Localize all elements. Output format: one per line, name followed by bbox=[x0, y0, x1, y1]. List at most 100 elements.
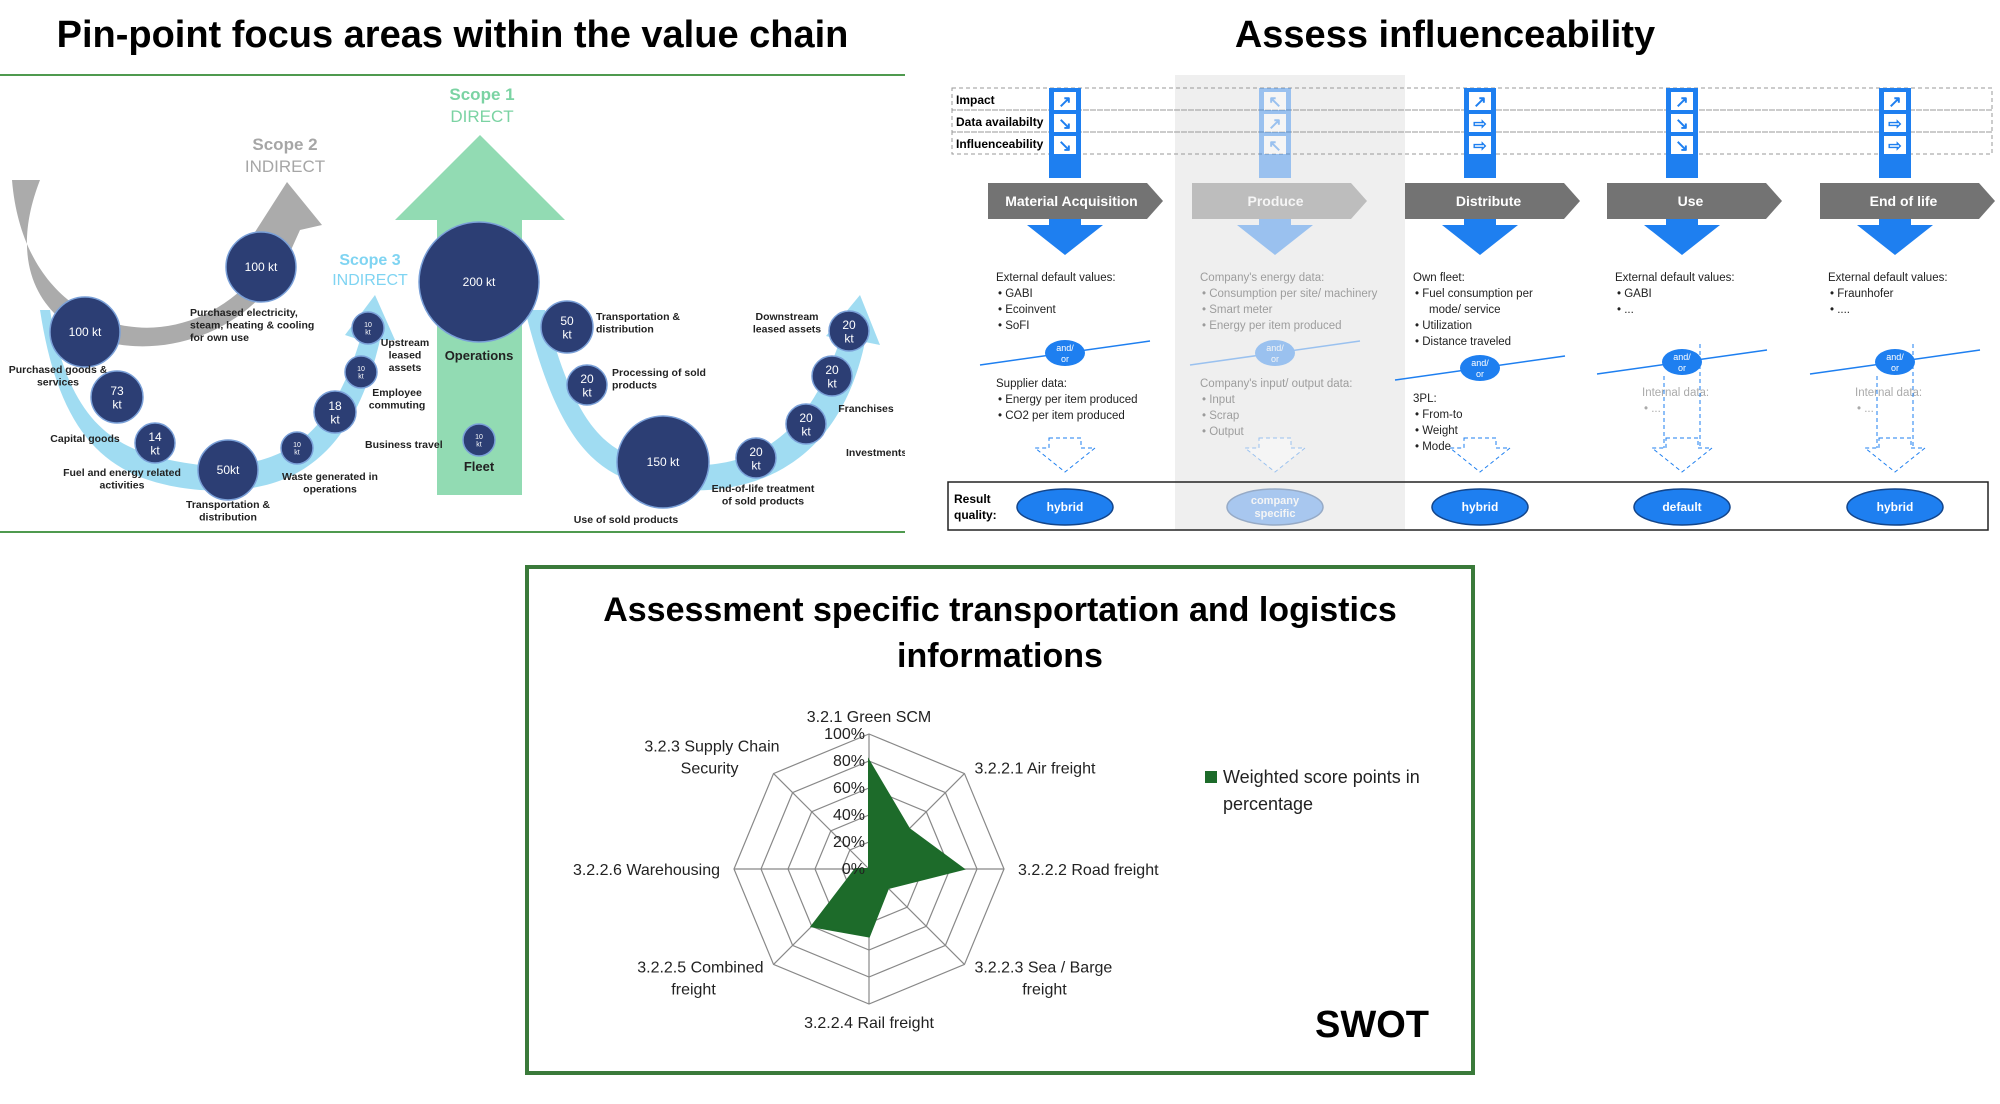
result-arrow-icon bbox=[1650, 437, 1714, 473]
radar-axis-label: 3.2.2.5 Combined bbox=[637, 959, 763, 976]
criteria-arrow-glyph: ⇨ bbox=[1473, 116, 1487, 133]
stage-label: Material Acquisition bbox=[1005, 193, 1138, 209]
scope2-arrow bbox=[12, 180, 322, 347]
radar-axis-label: 3.2.2.2 Road freight bbox=[1018, 862, 1159, 879]
source-heading: Company's energy data: bbox=[1200, 272, 1324, 284]
radar-chart: 0%20%40%60%80%100%3.2.1 Green SCM3.2.2.1… bbox=[573, 709, 1420, 1032]
result-badge: default bbox=[1633, 488, 1731, 526]
scope1-sub: DIRECT bbox=[450, 107, 513, 126]
bubble-label: Investments bbox=[846, 447, 905, 459]
stage-label: Use bbox=[1678, 193, 1704, 209]
criteria-arrow-glyph: ↗ bbox=[1268, 116, 1281, 133]
bubble-circle bbox=[49, 296, 121, 368]
bubble-unit: kt bbox=[751, 458, 761, 472]
bubble-circle bbox=[344, 355, 378, 389]
stage-label: End of life bbox=[1870, 193, 1938, 209]
bubble-label: of sold products bbox=[722, 496, 804, 508]
criteria-arrow-glyph: ⇨ bbox=[1888, 138, 1902, 155]
bubble-value: 20 bbox=[749, 445, 763, 459]
source-item: • Distance traveled bbox=[1415, 336, 1511, 348]
result-text: default bbox=[1662, 500, 1701, 514]
source-item: • Weight bbox=[1415, 425, 1459, 437]
criteria-arrow-glyph: ↘ bbox=[1058, 116, 1071, 133]
scope3-label: Scope 3 bbox=[339, 252, 400, 269]
source-item: • Mode bbox=[1415, 441, 1451, 453]
scope1-label: Scope 1 bbox=[449, 85, 514, 104]
stage-chevron bbox=[1192, 183, 1367, 219]
and-or-text: and/ bbox=[1471, 358, 1489, 368]
criteria-arrow-glyph: ⇨ bbox=[1888, 116, 1902, 133]
right-title: Assess influenceability bbox=[1234, 14, 1656, 56]
source-item: • Smart meter bbox=[1202, 304, 1273, 316]
legend-swatch bbox=[1205, 771, 1217, 783]
criteria-arrow-icon bbox=[1264, 136, 1286, 154]
radar-title: Assessment specific transportation and l… bbox=[529, 587, 1471, 679]
bubble-label: leased bbox=[389, 350, 422, 362]
criteria-arrow-icon bbox=[1054, 114, 1076, 132]
bubble-value: 18 bbox=[328, 399, 342, 413]
and-or-text: and/ bbox=[1886, 352, 1904, 362]
radar-tick-label: 40% bbox=[833, 807, 865, 824]
and-or-badge bbox=[1875, 349, 1915, 375]
criteria-arrow-icon bbox=[1884, 136, 1906, 154]
and-or-text: or bbox=[1891, 363, 1899, 373]
bubble-value: 20 bbox=[825, 363, 839, 377]
value-chain-diagram: Scope 1 DIRECT Scope 2 INDIRECT Scope 3 … bbox=[0, 74, 905, 533]
criteria-arrow-icon bbox=[1469, 114, 1491, 132]
radar-tick-label: 80% bbox=[833, 753, 865, 770]
bubble-label: Operations bbox=[445, 348, 514, 363]
bubble-circle bbox=[566, 364, 608, 406]
bubble-unit: kt bbox=[365, 330, 371, 337]
and-or-text: or bbox=[1061, 354, 1069, 364]
criteria-arrow-glyph: ↗ bbox=[1058, 94, 1071, 111]
source-item: • SoFI bbox=[998, 320, 1030, 332]
source-heading: Supplier data: bbox=[996, 378, 1067, 390]
bubble-label: Franchises bbox=[838, 403, 894, 415]
bubble-value: 20 bbox=[580, 372, 594, 386]
radar-title-line1: Assessment specific transportation and l… bbox=[603, 591, 1397, 629]
bubble-unit: kt bbox=[582, 385, 592, 399]
criteria-arrow-icon bbox=[1469, 92, 1491, 110]
result-ellipse bbox=[1633, 488, 1731, 526]
stage-chevron bbox=[1405, 183, 1580, 219]
down-arrow-icon bbox=[1027, 219, 1103, 255]
source-item: • GABI bbox=[1617, 288, 1652, 300]
bubble-value: 100 kt bbox=[69, 325, 102, 339]
result-ellipse bbox=[1226, 488, 1324, 526]
and-or-badge bbox=[1045, 340, 1085, 366]
stage-chevron bbox=[1820, 183, 1995, 219]
source-heading: Internal data: bbox=[1855, 387, 1922, 399]
bubble-label: Processing of sold bbox=[612, 367, 706, 379]
bubble-label: Purchased goods & bbox=[9, 364, 108, 376]
source-heading: External default values: bbox=[1828, 272, 1948, 284]
bubble-value: 73 bbox=[110, 384, 124, 398]
criteria-arrow-icon bbox=[1264, 92, 1286, 110]
source-heading: Internal data: bbox=[1642, 387, 1709, 399]
bubble-label: Fuel and energy related bbox=[63, 467, 181, 479]
bubble-circle bbox=[225, 231, 297, 303]
source-heading: Company's input/ output data: bbox=[1200, 378, 1352, 390]
bubble-label: Business travel bbox=[365, 439, 443, 451]
source-item: • Scrap bbox=[1202, 410, 1239, 422]
bubble-value: 10 bbox=[364, 322, 372, 329]
bubble-circle bbox=[785, 403, 827, 445]
bubble-circle bbox=[197, 439, 259, 501]
radar-axis-label: freight bbox=[671, 981, 716, 998]
criteria-bar bbox=[1259, 88, 1291, 178]
down-arrow-icon bbox=[1644, 219, 1720, 255]
radar-axis-label: 3.2.2.3 Sea / Barge bbox=[974, 959, 1112, 976]
bubble-label: Fleet bbox=[464, 459, 495, 474]
bubble-unit: kt bbox=[112, 397, 122, 411]
bubble-label: End-of-life treatment bbox=[712, 483, 815, 495]
radar-axis-label: freight bbox=[1022, 981, 1067, 998]
radar-tick-label: 60% bbox=[833, 780, 865, 797]
